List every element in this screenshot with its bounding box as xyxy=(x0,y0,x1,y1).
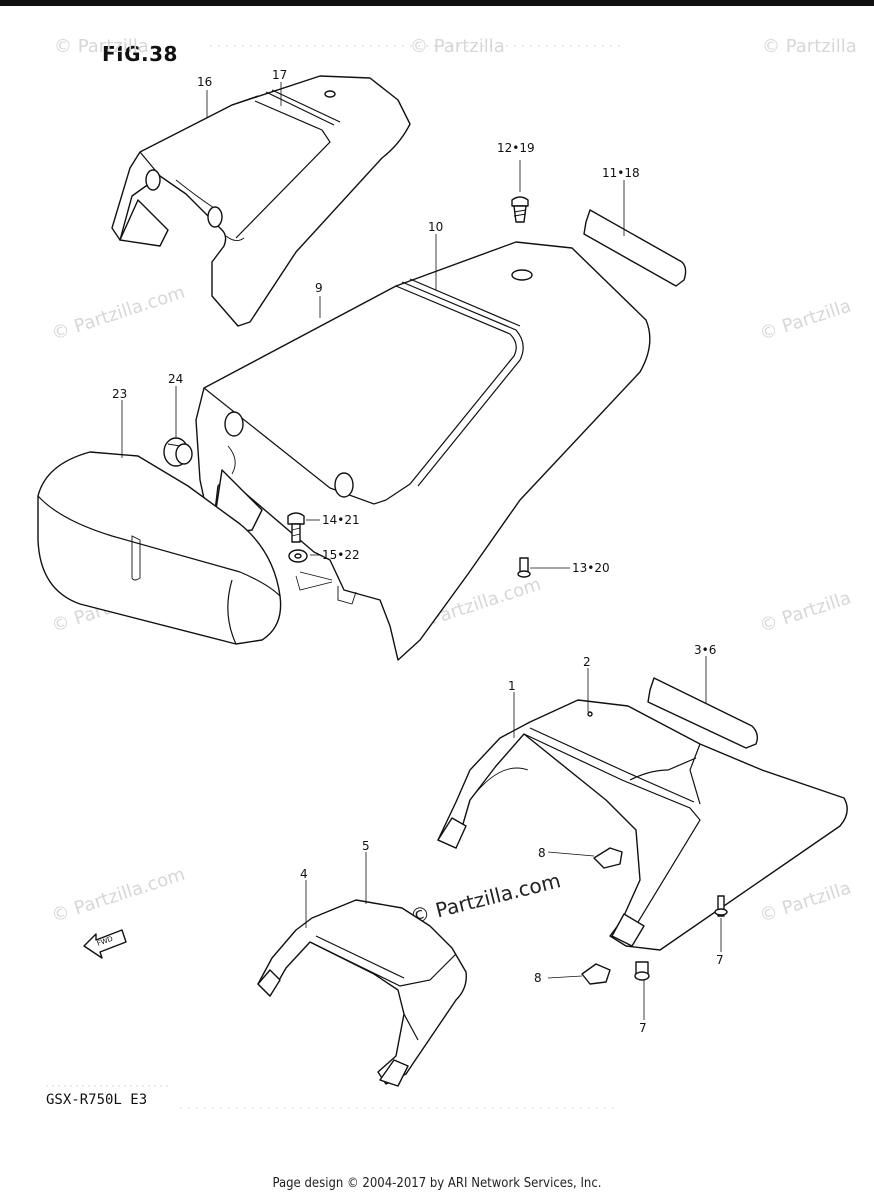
scan-dotted-lines xyxy=(46,45,620,1109)
page-footer: Page design © 2004-2017 by ARI Network S… xyxy=(272,1176,602,1191)
watermark: © Partzilla.com xyxy=(49,864,188,927)
part-11-18-emblem-strip xyxy=(583,209,687,287)
part-16-tail-cover-small xyxy=(111,75,411,327)
callout-14-21: 14•21 xyxy=(322,513,360,527)
callout-7b: 7 xyxy=(639,1021,647,1035)
part-15-22-washer xyxy=(288,549,333,591)
callout-24: 24 xyxy=(168,372,183,386)
watermark: © Partzilla xyxy=(54,36,149,57)
part-12-19-screw xyxy=(511,196,529,223)
part-13-20-screw xyxy=(517,557,531,578)
figure-title: FIG.38 xyxy=(102,42,178,66)
watermark: © Partzilla xyxy=(757,878,854,927)
callout-23: 23 xyxy=(112,387,127,401)
leader-lines xyxy=(121,82,722,1020)
callout-10: 10 xyxy=(428,220,443,234)
part-4-5-seat-cowl-small xyxy=(257,899,467,1087)
callout-4: 4 xyxy=(300,867,308,881)
part-24-grommet xyxy=(163,437,193,467)
watermark: © Partzilla xyxy=(410,36,505,57)
fwd-arrow-icon: FWD xyxy=(83,929,127,959)
callout-12-19: 12•19 xyxy=(497,141,535,155)
callout-5: 5 xyxy=(362,839,370,853)
watermark: © Partzilla xyxy=(762,36,857,57)
part-8-clip xyxy=(581,847,623,985)
part-1-2-seat-cowl-large xyxy=(437,699,848,951)
callout-13-20: 13•20 xyxy=(572,561,610,575)
watermark: © Partzilla xyxy=(757,588,854,637)
callout-8b: 8 xyxy=(534,971,542,985)
callout-17: 17 xyxy=(272,68,287,82)
callout-2: 2 xyxy=(583,655,591,669)
callout-8a: 8 xyxy=(538,846,546,860)
part-23-tail-box xyxy=(37,451,282,645)
part-14-21-bolt xyxy=(287,512,305,543)
watermark: © Partzilla.com xyxy=(49,282,188,345)
model-label: GSX-R750L E3 xyxy=(46,1092,148,1108)
callout-3-6: 3•6 xyxy=(694,643,716,657)
watermark: © Partzilla xyxy=(757,296,854,345)
watermark-main: © Partzilla.com xyxy=(407,868,563,929)
callout-15-22: 15•22 xyxy=(322,548,360,562)
callout-7a: 7 xyxy=(716,953,724,967)
callout-16: 16 xyxy=(197,75,212,89)
callout-labels: 16 17 12•19 11•18 10 9 24 23 14•21 15•22… xyxy=(112,68,724,1035)
callout-9: 9 xyxy=(315,281,323,295)
callout-1: 1 xyxy=(508,679,516,693)
part-7-screw xyxy=(634,895,728,981)
part-3-6-emblem-strip xyxy=(647,677,759,749)
callout-11-18: 11•18 xyxy=(602,166,640,180)
top-border-bar xyxy=(0,0,874,6)
